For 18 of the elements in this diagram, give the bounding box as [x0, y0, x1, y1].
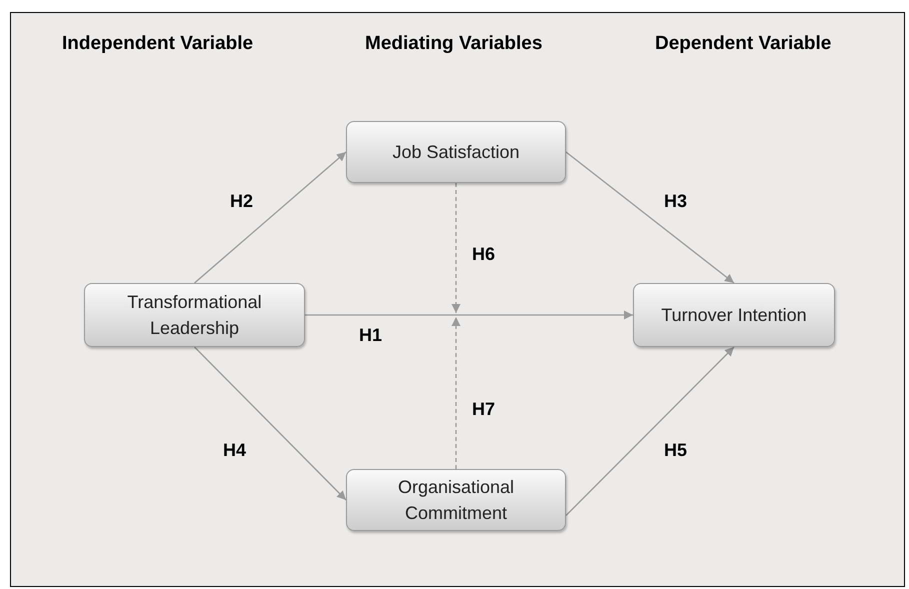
variable-box [84, 283, 305, 347]
variable-name: Job Satisfaction [392, 141, 520, 164]
arrow [194, 152, 346, 284]
arrow [451, 317, 461, 469]
variable-box [346, 469, 566, 531]
variable-name: Organisational Commitment [396, 476, 516, 525]
column-heading: Independent Variable [62, 32, 254, 56]
arrow [451, 183, 461, 313]
variable-box [633, 283, 835, 347]
variable-box [346, 121, 566, 183]
variable-name: Transformational Leadership [126, 291, 263, 340]
arrow [194, 346, 346, 500]
arrow [566, 151, 734, 284]
arrow [566, 346, 734, 516]
variable-name: Turnover Intention [661, 304, 807, 327]
column-heading: Dependent Variable [655, 32, 832, 56]
column-heading: Mediating Variables [365, 32, 542, 56]
arrow [305, 310, 633, 320]
